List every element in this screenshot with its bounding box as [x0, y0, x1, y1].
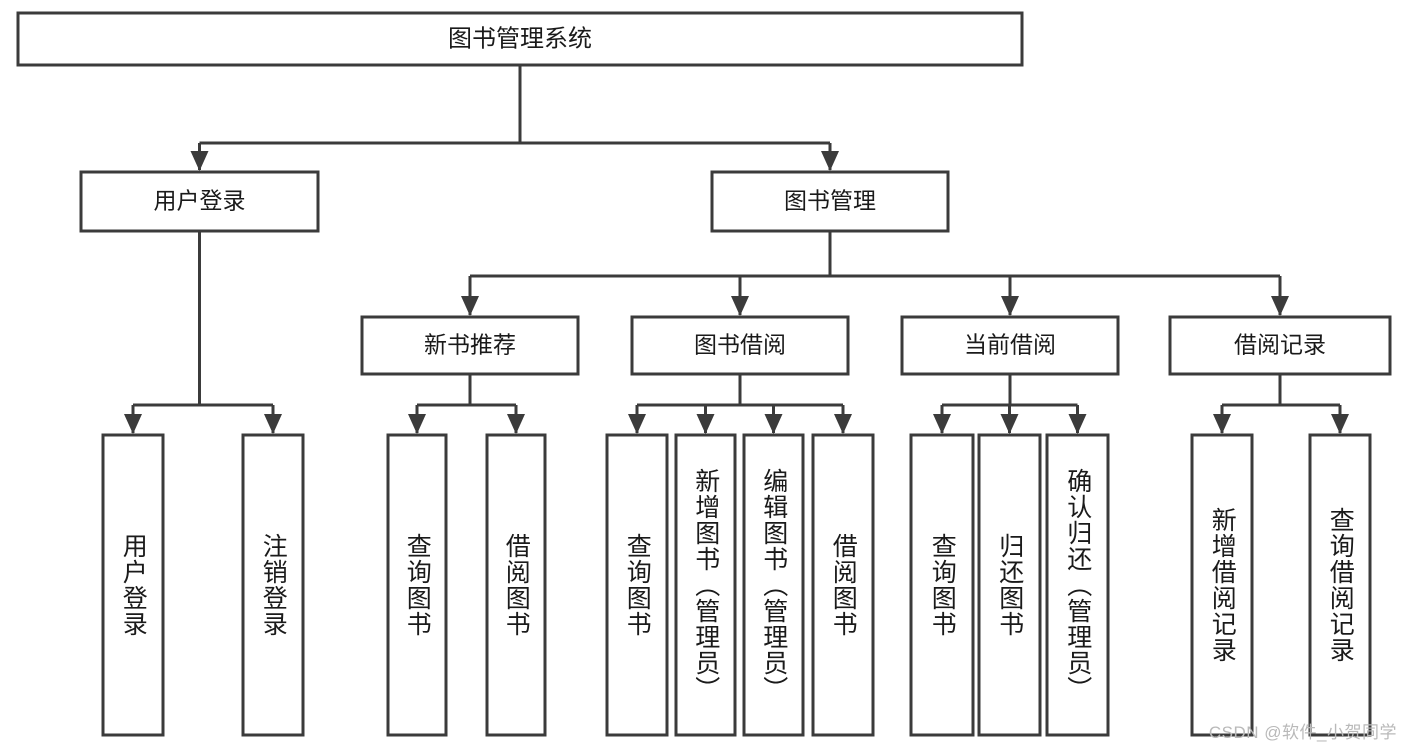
- node-box-book-borrow[interactable]: [630, 315, 850, 376]
- node-box-current-borrow[interactable]: [900, 315, 1120, 376]
- node-box-user-login[interactable]: [79, 170, 320, 233]
- csdn-watermark: CSDN @软件_小贺同学: [1208, 723, 1397, 742]
- node-new-book-rec[interactable]: [360, 315, 580, 376]
- arrow-level3-1: [731, 296, 749, 316]
- node-box-leaf-add-borrow-record[interactable]: [1190, 433, 1254, 737]
- node-box-leaf-logout[interactable]: [241, 433, 305, 737]
- arrow-leaf-3-1: [1000, 414, 1019, 434]
- node-label-user-login: 用户登录: [154, 188, 246, 214]
- node-label-current-borrow: 当前借阅: [964, 332, 1056, 358]
- node-book-manage[interactable]: [710, 170, 950, 233]
- node-user-login[interactable]: [79, 170, 320, 233]
- arrow-level3-2: [1001, 296, 1019, 316]
- node-box-leaf-confirm-return-admin[interactable]: [1045, 433, 1110, 737]
- node-box-leaf-borrow-book-rec[interactable]: [485, 433, 547, 737]
- node-box-leaf-query-book-current[interactable]: [909, 433, 975, 737]
- node-box-leaf-return-book[interactable]: [977, 433, 1042, 737]
- arrow-level3-3: [1271, 296, 1289, 316]
- node-box-leaf-add-book-admin[interactable]: [674, 433, 737, 737]
- arrow-leaf-1-1: [507, 414, 525, 434]
- node-book-borrow[interactable]: [630, 315, 850, 376]
- node-box-leaf-edit-book-admin[interactable]: [742, 433, 805, 737]
- arrow-leaf-4-1: [1331, 414, 1349, 434]
- node-box-leaf-query-borrow-record[interactable]: [1308, 433, 1372, 737]
- arrow-level2-0: [190, 151, 209, 171]
- node-label-borrow-record: 借阅记录: [1234, 332, 1326, 358]
- arrow-level2-1: [821, 151, 839, 171]
- connector-layer: [124, 65, 1349, 434]
- arrow-leaf-2-3: [834, 414, 852, 434]
- arrow-leaf-0-0: [124, 414, 142, 434]
- node-current-borrow[interactable]: [900, 315, 1120, 376]
- arrow-leaf-0-1: [264, 414, 282, 434]
- arrow-leaf-2-2: [764, 414, 783, 434]
- node-label-root: 图书管理系统: [448, 25, 592, 52]
- node-box-root[interactable]: [16, 11, 1024, 67]
- node-box-leaf-query-book-borrow[interactable]: [605, 433, 669, 737]
- arrow-leaf-2-0: [628, 414, 646, 434]
- arrow-level3-0: [461, 296, 479, 316]
- node-label-new-book-rec: 新书推荐: [424, 332, 516, 358]
- node-box-borrow-record[interactable]: [1168, 315, 1392, 376]
- node-label-book-manage: 图书管理: [784, 188, 876, 214]
- node-box-book-manage[interactable]: [710, 170, 950, 233]
- box-layer: [16, 11, 1392, 737]
- node-box-new-book-rec[interactable]: [360, 315, 580, 376]
- node-label-book-borrow: 图书借阅: [694, 332, 786, 358]
- node-box-leaf-query-book-rec[interactable]: [386, 433, 448, 737]
- arrow-leaf-1-0: [408, 414, 426, 434]
- node-box-leaf-borrow-book[interactable]: [811, 433, 875, 737]
- arrow-leaf-3-0: [933, 414, 951, 434]
- arrow-leaf-4-0: [1213, 414, 1231, 434]
- arrow-leaf-3-2: [1068, 414, 1087, 434]
- node-root[interactable]: [16, 11, 1024, 67]
- arrow-leaf-2-1: [696, 414, 715, 434]
- node-borrow-record[interactable]: [1168, 315, 1392, 376]
- node-box-leaf-user-login[interactable]: [101, 433, 165, 737]
